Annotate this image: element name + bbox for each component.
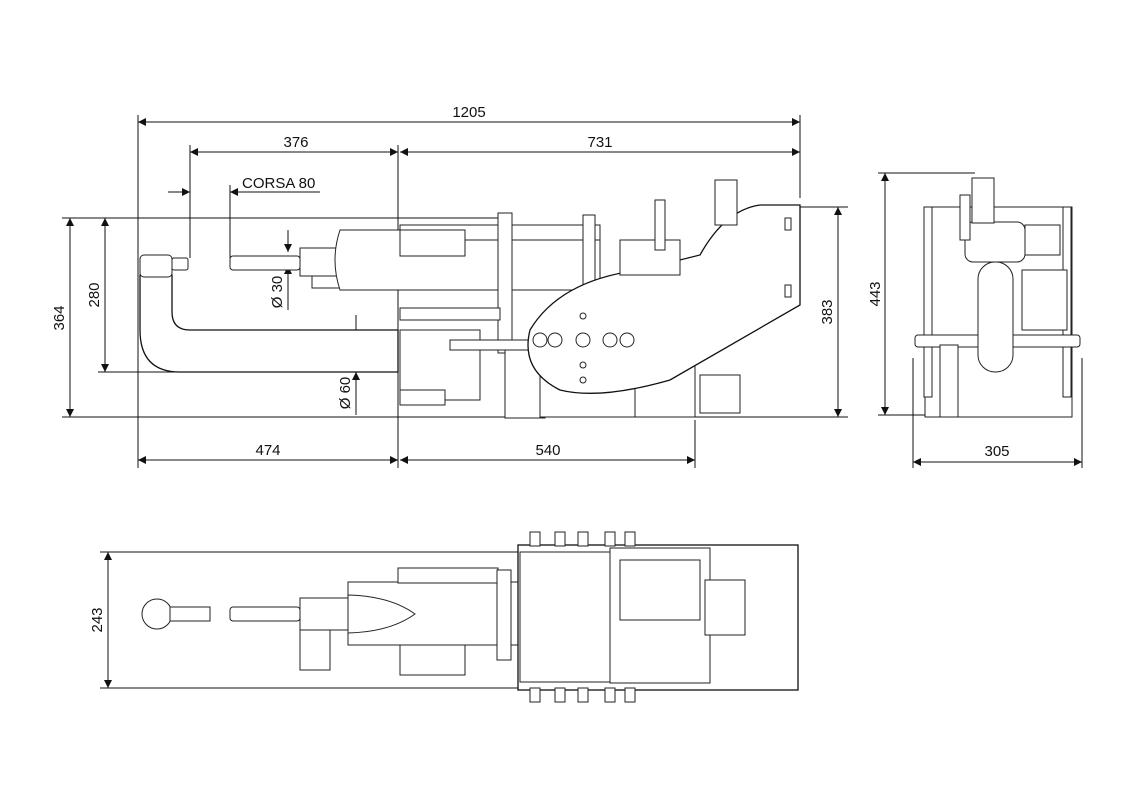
dimension-243: 243 — [89, 552, 112, 688]
dim-text-376: 376 — [283, 134, 308, 151]
dim-text-540: 540 — [535, 442, 560, 459]
lower-arm — [139, 274, 399, 373]
motor-top — [704, 579, 746, 636]
welding-gun-end — [914, 177, 1081, 418]
dim-text-305: 305 — [984, 443, 1009, 460]
motor — [699, 374, 741, 414]
dimension-474: 474 — [138, 442, 398, 464]
dim-text-corsa: CORSA 80 — [242, 175, 315, 192]
valve-block — [399, 229, 466, 257]
dim-text-d30: Ø 30 — [269, 276, 286, 309]
side-view: 1205 376 731 CORSA 80 364 280 383 — [51, 104, 848, 468]
fitting-end — [971, 177, 995, 224]
welding-gun-top — [141, 531, 799, 703]
dimension-376: 376 — [190, 134, 398, 156]
electrode-cone — [347, 594, 416, 634]
lower-electrode — [139, 254, 173, 278]
dim-text-474: 474 — [255, 442, 280, 459]
extension-lines — [62, 115, 848, 468]
side-plate — [527, 204, 801, 394]
dimension-diameter-30: Ø 30 — [269, 230, 292, 310]
top-view: 243 — [89, 531, 799, 703]
dim-text-443: 443 — [867, 281, 884, 306]
electrode-holder — [299, 247, 341, 277]
dim-text-280: 280 — [86, 282, 103, 307]
dimension-383: 383 — [819, 207, 842, 417]
dim-text-d60: Ø 60 — [337, 377, 354, 410]
dimension-540: 540 — [400, 442, 695, 464]
welding-gun-side — [139, 179, 801, 419]
dimension-731: 731 — [400, 134, 800, 156]
upper-electrode — [229, 255, 301, 271]
end-view: 443 305 — [867, 172, 1083, 468]
dim-text-364: 364 — [51, 305, 68, 330]
connectors — [532, 312, 635, 384]
dim-text-243: 243 — [89, 607, 106, 632]
dimension-364: 364 — [51, 218, 74, 417]
cylinder-end — [977, 261, 1014, 373]
dimension-diameter-60: Ø 60 — [337, 315, 360, 415]
dimension-1205: 1205 — [138, 104, 800, 126]
dimension-280: 280 — [86, 218, 109, 372]
dimension-stroke: CORSA 80 — [168, 175, 320, 196]
dim-text-1205: 1205 — [452, 104, 485, 121]
dimension-305: 305 — [913, 443, 1082, 466]
dim-text-383: 383 — [819, 299, 836, 324]
dim-text-731: 731 — [587, 134, 612, 151]
dimension-443: 443 — [867, 173, 889, 415]
fitting — [714, 179, 738, 226]
